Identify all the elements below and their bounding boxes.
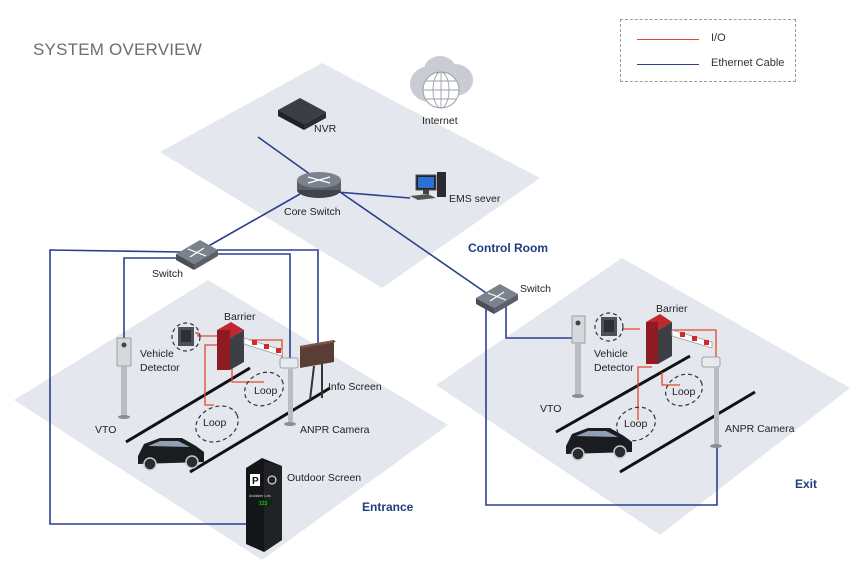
entrance-loop-1-marker: [195, 405, 239, 443]
entrance-anpr-camera-icon: [279, 357, 299, 426]
loop-markers: [171, 312, 703, 443]
exit-barrier-icon: [646, 314, 713, 364]
info-screen-label: Info Screen: [328, 381, 382, 393]
exit-vd-line-2: Detector: [594, 362, 634, 374]
entrance-vd-line-1: Vehicle: [140, 348, 174, 360]
exit-switch-label: Switch: [520, 283, 551, 295]
exit-barrier-label: Barrier: [656, 303, 688, 315]
ems-server-icon: [410, 172, 446, 200]
exit-anpr-camera-icon: [701, 356, 722, 448]
exit-loop-2-label: Loop: [672, 386, 696, 398]
entrance-anpr-label: ANPR Camera: [300, 424, 370, 436]
ems-server-label: EMS sever: [449, 193, 501, 205]
entrance-barrier-icon: [217, 322, 283, 370]
exit-car-icon: [566, 428, 632, 461]
outdoor-screen-label: Outdoor Screen: [287, 472, 361, 484]
entrance-vehicle-detector-label: Vehicle Detector: [140, 348, 180, 374]
exit-loop-2-marker: [665, 373, 703, 407]
exit-vehicle-detector-label: Vehicle Detector: [594, 348, 634, 374]
legend-swatch-ethernet: [637, 64, 699, 65]
exit-loop-1-label: Loop: [624, 418, 648, 430]
outdoor-screen-count: 123: [259, 501, 268, 507]
exit-vto-icon: [571, 315, 586, 398]
legend: I/O Ethernet Cable: [620, 19, 796, 82]
legend-label-io: I/O: [711, 32, 726, 44]
entrance-barrier-label: Barrier: [224, 311, 256, 323]
nvr-label: NVR: [314, 123, 337, 135]
page-title: SYSTEM OVERVIEW: [33, 40, 202, 59]
outdoor-screen-icon: P Available Lots 123: [246, 458, 282, 552]
entrance-vto-icon: [116, 337, 132, 419]
exit-platform: [436, 258, 850, 535]
info-screen-icon: [300, 340, 336, 401]
core-switch-label: Core Switch: [284, 206, 341, 218]
exit-switch-icon: [476, 284, 518, 314]
exit-loop-1-marker: [616, 406, 656, 442]
internet-label: Internet: [422, 115, 458, 127]
control-room-platform: [160, 63, 540, 288]
entrance-loop-2-label: Loop: [254, 385, 278, 397]
entrance-zone-label: Entrance: [362, 500, 414, 514]
exit-lane-markings: [555, 354, 756, 474]
outdoor-screen-p-mark: P: [252, 476, 259, 487]
core-switch-icon: [297, 172, 341, 198]
entrance-loop-1-label: Loop: [203, 417, 227, 429]
exit-zone-label: Exit: [795, 477, 817, 491]
entrance-vd-line-2: Detector: [140, 362, 180, 374]
exit-vehicle-detector-icon: [601, 317, 617, 336]
entrance-car-icon: [138, 438, 204, 471]
entrance-vehicle-detector-icon: [178, 327, 194, 346]
entrance-switch-label: Switch: [152, 268, 183, 280]
internet-cloud-icon: [410, 56, 473, 109]
outdoor-screen-small-text: Available Lots: [249, 494, 271, 498]
exit-detector-marker: [594, 312, 624, 342]
entrance-lane-markings: [125, 366, 331, 474]
legend-label-ethernet: Ethernet Cable: [711, 57, 785, 69]
entrance-detector-marker: [171, 322, 201, 352]
legend-swatch-io: [637, 39, 699, 40]
entrance-switch-icon: [176, 240, 218, 270]
exit-vto-label: VTO: [540, 403, 561, 415]
exit-anpr-label: ANPR Camera: [725, 423, 795, 435]
control-room-label: Control Room: [468, 241, 548, 255]
entrance-loop-2-marker: [244, 371, 284, 407]
exit-vd-line-1: Vehicle: [594, 348, 628, 360]
nvr-icon: [278, 98, 326, 130]
entrance-vto-label: VTO: [95, 424, 116, 436]
